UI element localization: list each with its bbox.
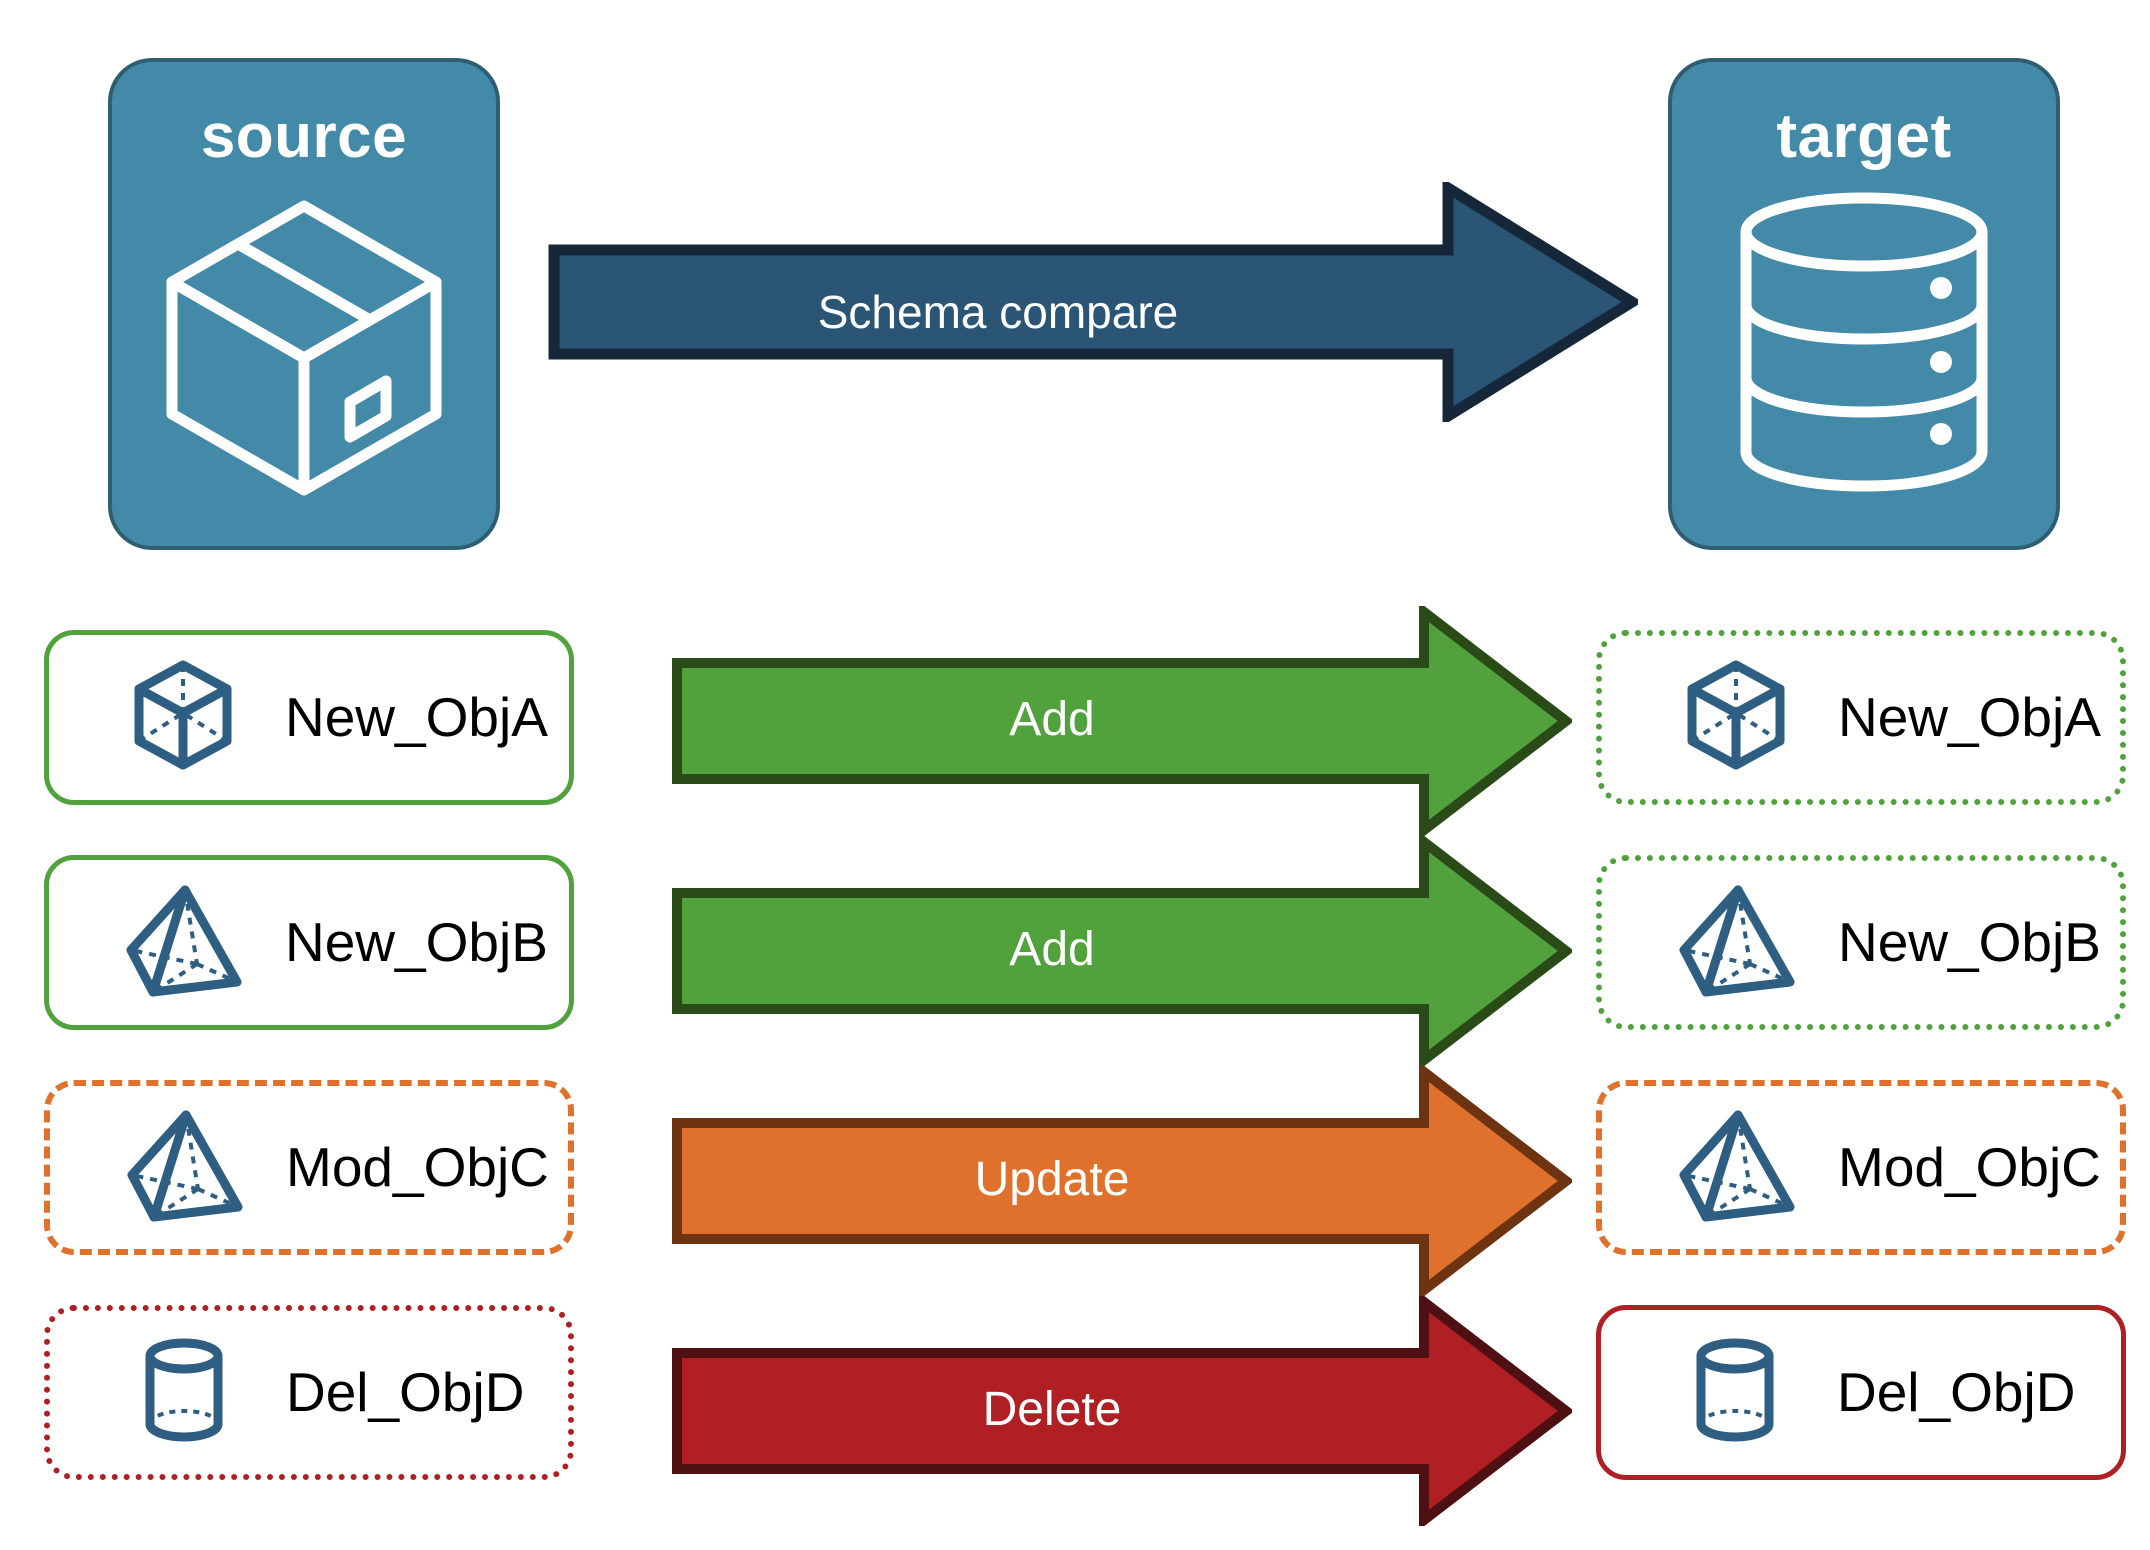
row-arrow-3 bbox=[672, 1291, 1575, 1531]
database-cylinder-icon bbox=[1729, 184, 1999, 509]
source-label: source bbox=[200, 102, 408, 171]
target-object-card-2[interactable]: Mod_ObjC bbox=[1596, 1080, 2126, 1255]
target-object-card-0[interactable]: New_ObjA bbox=[1596, 630, 2126, 805]
source-endpoint-card: source bbox=[108, 58, 500, 550]
target-object-label-1: New_ObjB bbox=[1838, 911, 2101, 973]
schema-compare-arrow bbox=[548, 178, 1643, 426]
cube-wireframe-icon bbox=[123, 655, 243, 780]
row-arrow-1 bbox=[672, 831, 1575, 1071]
source-object-card-1[interactable]: New_ObjB bbox=[44, 855, 574, 1030]
cylinder-wireframe-icon bbox=[1675, 1330, 1795, 1455]
cylinder-wireframe-icon bbox=[124, 1330, 244, 1455]
target-endpoint-card: target bbox=[1668, 58, 2060, 550]
target-label: target bbox=[1776, 102, 1952, 171]
target-object-label-0: New_ObjA bbox=[1838, 686, 2101, 748]
pyramid-wireframe-icon bbox=[1676, 1105, 1796, 1230]
pyramid-wireframe-icon bbox=[124, 1105, 244, 1230]
package-box-icon bbox=[154, 184, 454, 509]
pyramid-wireframe-icon bbox=[123, 880, 243, 1005]
cube-wireframe-icon bbox=[1676, 655, 1796, 780]
pyramid-wireframe-icon bbox=[1676, 880, 1796, 1005]
source-object-card-2[interactable]: Mod_ObjC bbox=[44, 1080, 574, 1255]
source-object-card-3[interactable]: Del_ObjD bbox=[44, 1305, 574, 1480]
source-object-label-1: New_ObjB bbox=[285, 911, 548, 973]
row-arrow-0 bbox=[672, 601, 1575, 841]
source-object-label-3: Del_ObjD bbox=[286, 1361, 525, 1423]
target-object-card-1[interactable]: New_ObjB bbox=[1596, 855, 2126, 1030]
target-object-label-3: Del_ObjD bbox=[1837, 1361, 2076, 1423]
target-object-label-2: Mod_ObjC bbox=[1838, 1136, 2101, 1198]
row-arrow-2 bbox=[672, 1061, 1575, 1301]
source-object-label-2: Mod_ObjC bbox=[286, 1136, 549, 1198]
source-object-label-0: New_ObjA bbox=[285, 686, 548, 748]
source-object-card-0[interactable]: New_ObjA bbox=[44, 630, 574, 805]
target-object-card-3[interactable]: Del_ObjD bbox=[1596, 1305, 2126, 1480]
